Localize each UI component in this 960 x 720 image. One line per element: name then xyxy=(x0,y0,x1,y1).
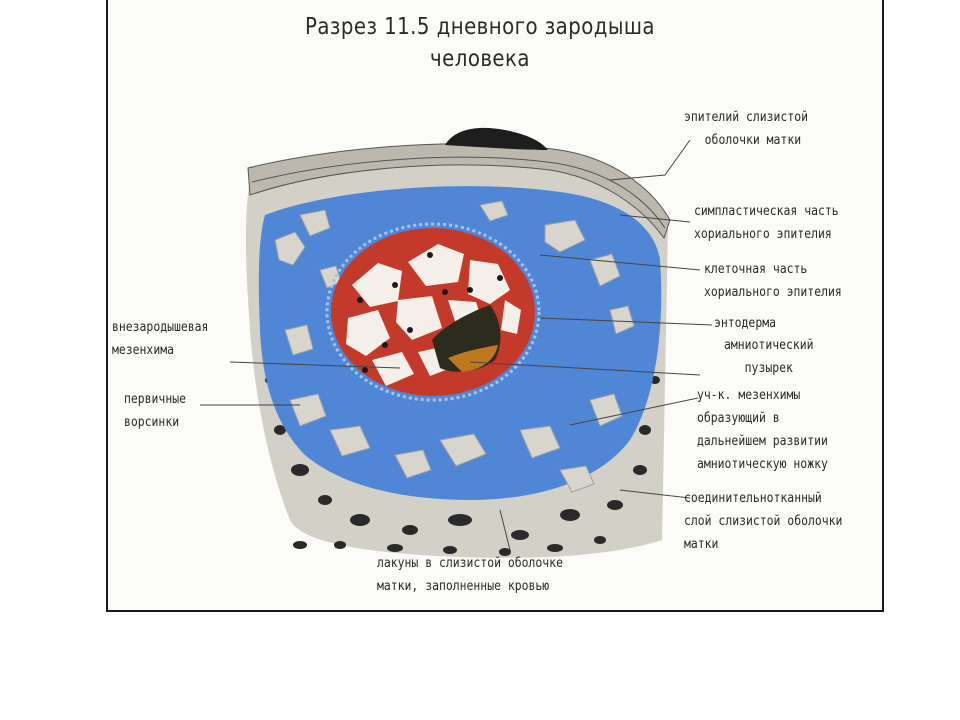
label-endoderm: энтодерма xyxy=(714,316,776,331)
label-cellular-chorion: клеточная часть хориального эпителия xyxy=(704,262,842,300)
label-uterine-epithelium: эпителий слизистой оболочки матки xyxy=(684,110,808,148)
uterine-epithelium xyxy=(247,143,671,240)
label-syncytial-chorion: симпластическая часть хориального эпител… xyxy=(694,204,839,242)
label-primary-villi: первичные ворсинки xyxy=(124,392,186,430)
label-connective-layer: соединительнотканный слой слизистой обол… xyxy=(684,491,843,552)
label-extraembryonic-mesenchyme: внезародышевая мезенхима xyxy=(112,320,209,358)
top-clot xyxy=(445,127,548,150)
figure-title-line1: Разрез 11.5 дневного зародыша xyxy=(305,14,655,40)
figure-title-line2: человека xyxy=(430,46,530,72)
primary-villi xyxy=(274,200,635,493)
label-lacunae: лакуны в слизистой оболочке матки, запол… xyxy=(377,556,563,594)
leader-lines xyxy=(200,139,713,551)
label-mesenchyme-area: уч-к. мезенхимы образующий в дальнейшем … xyxy=(697,388,828,472)
blood-lacunae xyxy=(265,376,660,556)
label-amniotic-vesicle: амниотический пузырек xyxy=(724,338,814,376)
